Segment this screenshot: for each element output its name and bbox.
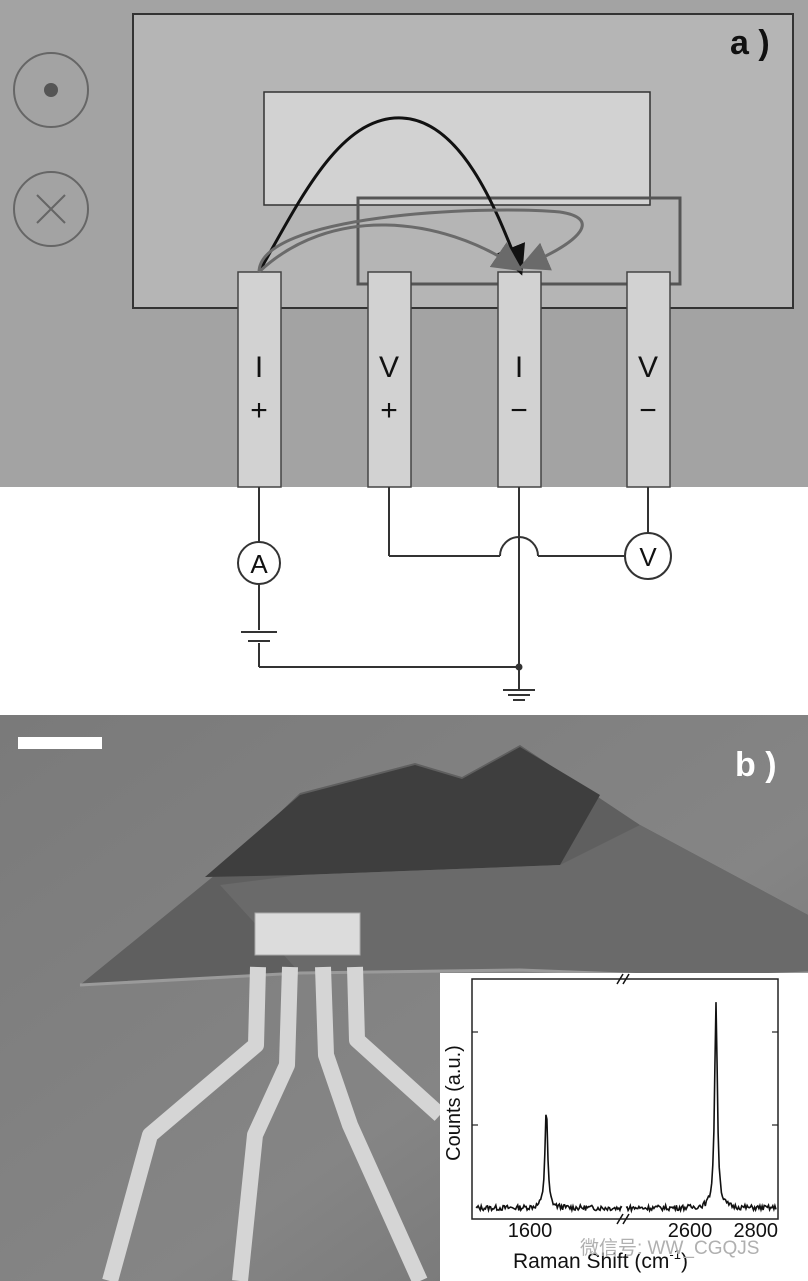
panel-b-sem-image: b ) 1600 2600 2800 Counts (a.u.) Raman S… [0,715,808,1281]
ammeter-icon: A [237,541,281,585]
electrode-3-top-label: I [515,351,523,384]
panel-a-schematic: I + V + I − V − a ) [0,0,808,701]
axis-break-mark [622,973,630,985]
voltmeter-icon: V [624,532,672,580]
raman-inset: 1600 2600 2800 Counts (a.u.) Raman Shift… [440,973,808,1281]
flake-dark-top [205,747,600,877]
current-path-gray-2 [257,208,584,273]
inset-plot-frame [471,978,779,1220]
ammeter-label: A [250,549,268,579]
x-axis-label-close: ) [681,1250,688,1273]
x-axis-label-main: Raman Shift (cm [513,1250,669,1273]
axis-break-mark [616,973,624,985]
current-path-gray-1 [257,223,523,274]
electrode-3-bottom-label: − [510,394,528,427]
electrode-1-top-label: I [255,351,263,384]
voltmeter-label: V [639,542,657,572]
watermark-text: 微信号: WW_CGQJS [580,1237,759,1259]
spectrum-segment-2 [625,1002,777,1214]
x-tick-2600: 2600 [668,1220,713,1242]
flake-middle [220,825,808,977]
circuit-wiring [241,487,649,701]
sem-svg: b ) 1600 2600 2800 Counts (a.u.) Raman S… [0,715,808,1281]
electrode-4-bottom-label: − [639,394,657,427]
sem-contact-pad [254,912,361,956]
electrode-i-plus [237,271,282,488]
electrode-2-top-label: V [379,351,399,384]
electrode-2-bottom-label: + [380,394,398,427]
scale-bar [18,737,102,749]
schematic-svg: I + V + I − V − a ) [0,0,808,701]
sem-electrodes [102,966,446,1281]
x-tick-2800: 2800 [734,1220,779,1242]
electrode-1-bottom-label: + [250,394,268,427]
field-out-of-page-icon [13,52,89,128]
axis-break-mark [616,1213,624,1225]
y-axis-label: Counts (a.u.) [443,1045,465,1161]
x-axis-label-sup: -1 [669,1247,681,1262]
x-axis-label: Raman Shift (cm-1) [513,1247,688,1273]
electrode-4-top-label: V [638,351,658,384]
inset-background [440,973,808,1281]
panel-a-label: a ) [730,24,770,62]
field-into-page-icon [13,171,89,247]
electrode-i-minus [497,271,542,488]
spectrum-segment-1 [475,1114,623,1214]
junction-dot [515,663,523,671]
x-tick-1600: 1600 [508,1220,553,1242]
panel-b-label: b ) [735,746,777,784]
raman-marks [472,973,778,1225]
axis-break-mark [622,1213,630,1225]
electrode-v-plus [367,271,412,488]
